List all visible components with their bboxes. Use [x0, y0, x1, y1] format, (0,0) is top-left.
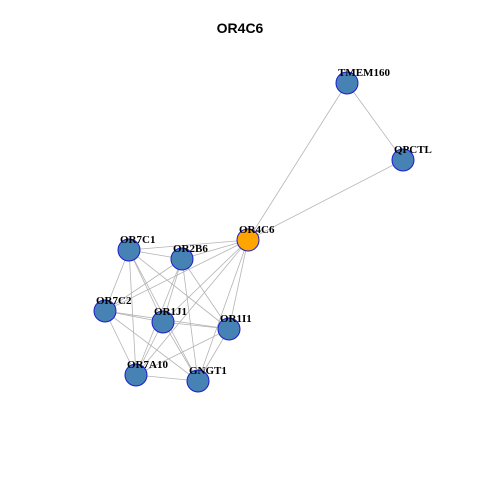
node-or1j1 [151, 310, 175, 334]
node-layer [93, 71, 415, 393]
node-tmem160 [335, 71, 359, 95]
node-or7c1 [117, 238, 141, 262]
edge-or4c6-gngt1 [197, 239, 249, 382]
node-label-gngt1: GNGT1 [189, 365, 227, 377]
edge-or1i1-or7a10 [135, 328, 230, 376]
node-label-or2b6: OR2B6 [173, 243, 208, 255]
node-label-tmem160: TMEM160 [338, 67, 390, 79]
node-label-qpctl: QPCTL [394, 144, 432, 156]
edge-tmem160-or4c6 [247, 82, 348, 241]
node-qpctl [391, 148, 415, 172]
edge-or7c2-or7a10 [104, 310, 137, 376]
figure-title: OR4C6 [216, 20, 264, 36]
node-label-or7c2: OR7C2 [96, 295, 132, 307]
edge-or7c1-or1j1 [128, 249, 164, 323]
edge-or7c2-gngt1 [104, 310, 199, 382]
edge-or4c6-or1j1 [162, 239, 249, 323]
node-gngt1 [186, 369, 210, 393]
edge-or4c6-or7c2 [104, 239, 249, 312]
edge-or4c6-or7c1 [128, 239, 249, 251]
edge-or7c1-or1i1 [128, 249, 230, 330]
node-label-or1i1: OR1I1 [220, 313, 252, 325]
node-label-or7c1: OR7C1 [120, 234, 155, 246]
edge-tmem160-qpctl [346, 82, 404, 161]
edge-or2b6-or1i1 [181, 258, 230, 330]
node-label-or4c6: OR4C6 [239, 224, 275, 236]
node-or7a10 [124, 363, 148, 387]
node-or4c6 [236, 228, 260, 252]
edge-or4c6-or1i1 [228, 239, 249, 330]
edge-qpctl-or4c6 [247, 159, 404, 241]
node-label-or1j1: OR1J1 [154, 306, 187, 318]
node-or2b6 [170, 247, 194, 271]
edge-or4c6-or7a10 [135, 239, 249, 376]
node-or1i1 [217, 317, 241, 341]
edge-or7c1-or7a10 [128, 249, 137, 376]
edge-or2b6-or7c2 [104, 258, 183, 312]
node-label-or7a10: OR7A10 [127, 359, 168, 371]
edge-or2b6-gngt1 [181, 258, 199, 382]
node-or7c2 [93, 299, 117, 323]
